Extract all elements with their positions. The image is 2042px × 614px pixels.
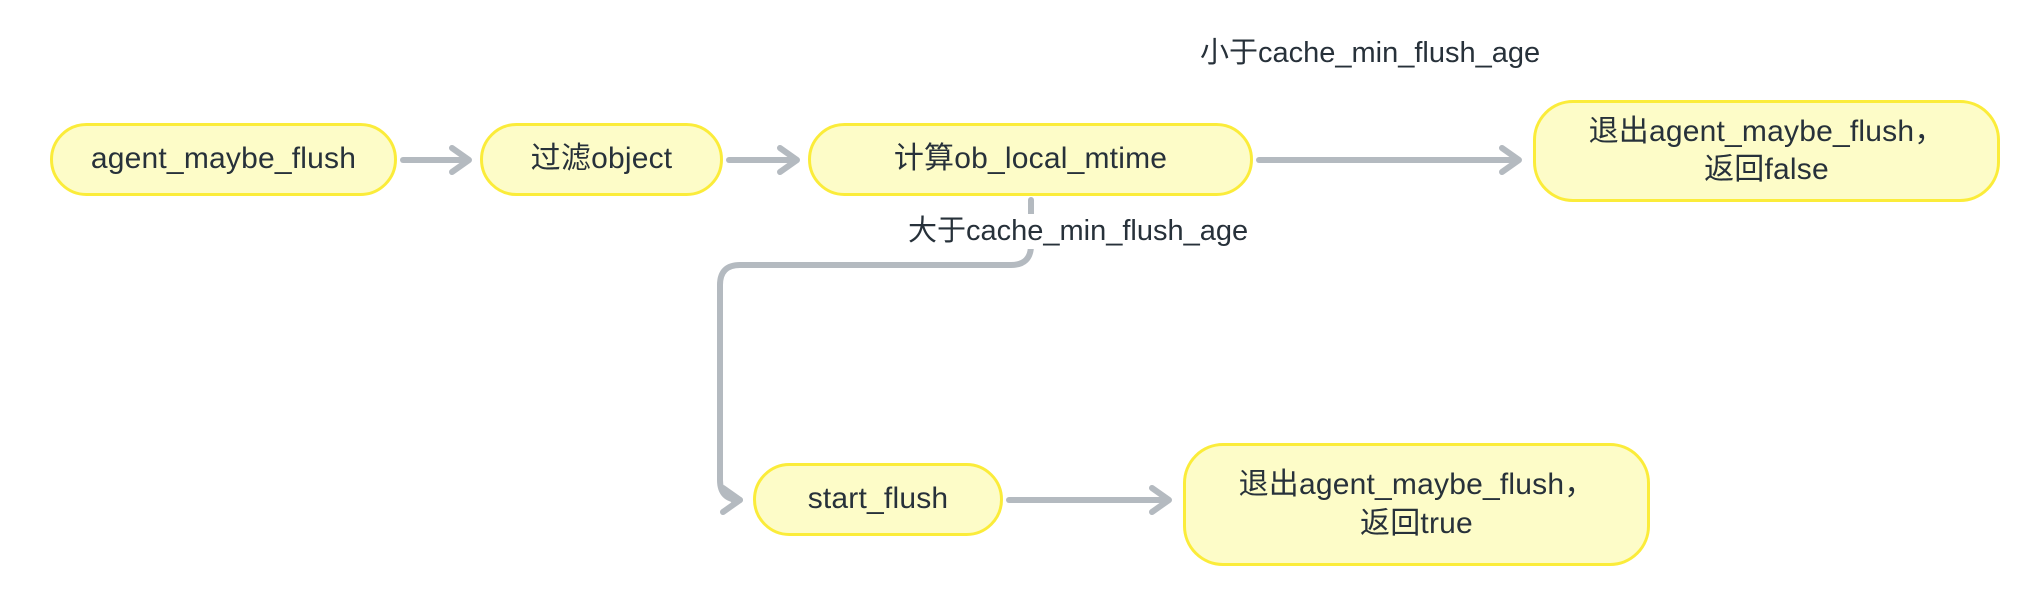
edge-calc-to-exit-false xyxy=(1256,145,1522,175)
node-filter-object[interactable]: 过滤object xyxy=(480,123,723,196)
node-start-flush[interactable]: start_flush xyxy=(753,463,1003,536)
node-label: agent_maybe_flush xyxy=(90,142,357,176)
edge-label-less-than-cache-min-flush-age: 小于cache_min_flush_age xyxy=(1194,36,1547,71)
node-label: 计算ob_local_mtime xyxy=(893,142,1168,176)
node-agent-maybe-flush[interactable]: agent_maybe_flush xyxy=(50,123,397,196)
node-label: 过滤object xyxy=(530,142,673,176)
node-label: start_flush xyxy=(807,482,949,516)
node-exit-return-true[interactable]: 退出agent_maybe_flush， 返回true xyxy=(1183,443,1650,566)
node-label: 退出agent_maybe_flush， 返回true xyxy=(1238,468,1595,540)
edge-label-greater-than-cache-min-flush-age: 大于cache_min_flush_age xyxy=(902,214,1255,249)
edge-agent-to-filter xyxy=(400,145,472,175)
node-exit-return-false[interactable]: 退出agent_maybe_flush， 返回false xyxy=(1533,100,2000,202)
node-calc-ob-local-mtime[interactable]: 计算ob_local_mtime xyxy=(808,123,1253,196)
edge-filter-to-calc xyxy=(726,145,800,175)
edge-start-flush-to-exit-true xyxy=(1006,485,1172,515)
node-label: 退出agent_maybe_flush， 返回false xyxy=(1588,114,1945,186)
